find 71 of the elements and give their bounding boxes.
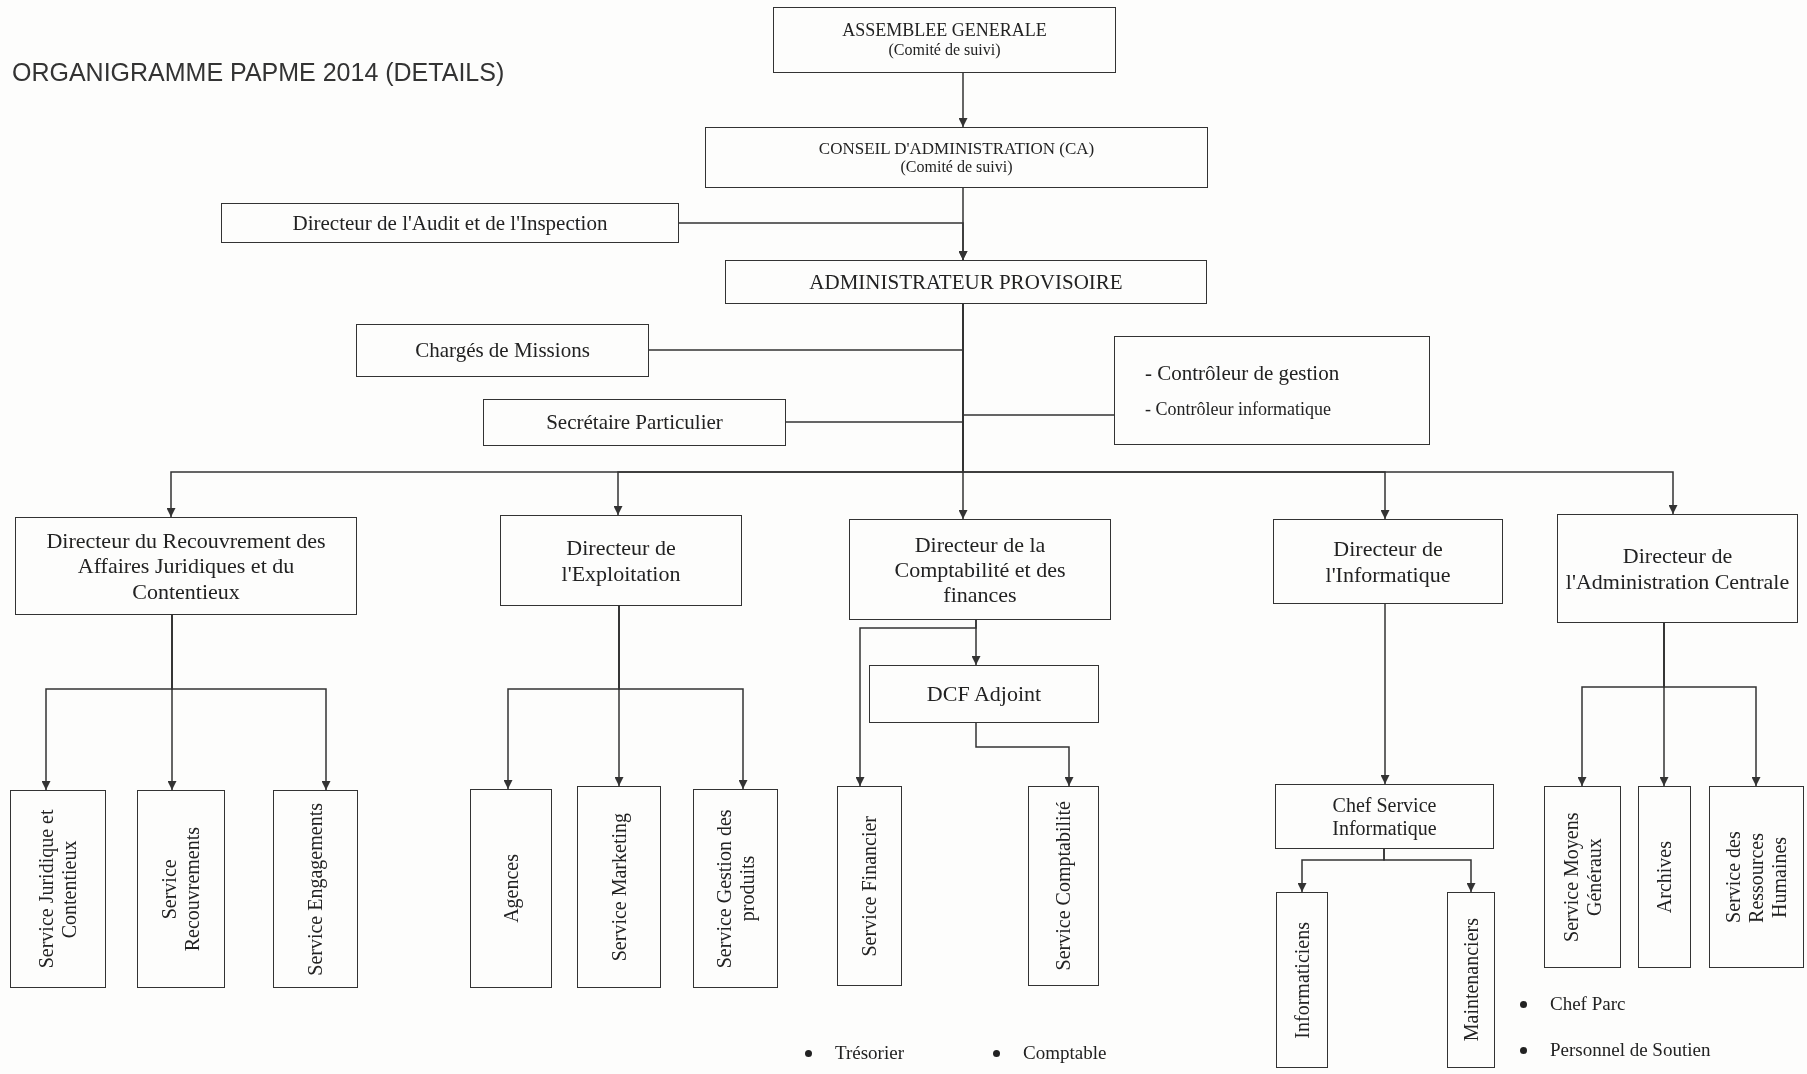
bullet-note: Chef Parc [1520,993,1626,1015]
bullet-note: Comptable [993,1042,1107,1064]
org-box [1028,786,1099,986]
role-text: Directeur de la Comptabilité et des finances [893,531,1067,608]
org-box [1544,786,1621,968]
role-text: Service Marketing [607,812,631,962]
org-box [273,790,358,988]
role-text: CONSEIL D'ADMINISTRATION (CA) [818,138,1095,159]
org-box [137,790,225,988]
org-box [837,786,902,986]
bullet-note: Trésorier [805,1042,904,1064]
role-text: Directeur de l'Audit et de l'Inspection [292,210,608,236]
role-text: Informaticiens [1290,921,1314,1039]
role-text: ASSEMBLEE GENERALE [842,20,1047,42]
org-box [705,127,1208,188]
org-box [1447,892,1495,1068]
role-text: Directeur de l'Administration Centrale [1564,543,1791,594]
org-box [1114,336,1430,445]
role-text: - Contrôleur de gestion [1145,361,1340,386]
role-text: - Contrôleur informatique [1145,399,1331,420]
role-text: ADMINISTRATEUR PROVISOIRE [809,269,1123,295]
role-text: Maintenanciers [1459,918,1483,1042]
org-box [1273,519,1503,604]
org-box [725,260,1207,304]
org-box [869,665,1099,723]
org-box [577,786,661,988]
role-text: Directeur de l'Informatique [1324,536,1452,587]
chart-title: ORGANIGRAMME PAPME 2014 (DETAILS) [12,58,505,87]
org-box [356,324,649,377]
arrow [171,614,331,791]
org-box [470,789,552,988]
org-box [1709,786,1804,968]
role-text: Service Financier [858,815,881,957]
role-text: Agences [499,854,523,923]
org-box [1557,514,1798,623]
arrow [975,722,1074,787]
role-text: Archives [1653,840,1676,914]
role-text: Service Recouvrements [158,825,204,954]
subtitle-text: (Comité de suivi) [888,41,1001,60]
org-box [10,790,106,988]
role-text: Chargés de Missions [415,338,590,363]
role-text: Directeur de l'Exploitation [560,535,682,586]
org-box [221,203,679,243]
arrow [1663,622,1761,787]
org-box [849,519,1111,620]
role-text: Service Comptabilité [1052,801,1075,971]
arrow [958,72,968,128]
role-text: Secrétaire Particulier [546,410,723,435]
role-text: Chef Service Informatique [1331,793,1438,840]
org-box [773,7,1116,73]
role-text: Service Moyens Généraux [1559,811,1606,944]
org-box [1276,892,1328,1068]
arrow [855,619,977,787]
arrow [618,605,748,790]
role-text: Service Engagements [304,802,327,976]
org-box [693,789,778,988]
org-box [483,399,786,446]
org-box [1638,786,1691,968]
role-text: DCF Adjoint [926,681,1042,707]
subtitle-text: (Comité de suivi) [900,158,1013,177]
arrow [678,222,968,261]
org-box [500,515,742,606]
arrow [1380,603,1390,785]
org-box [1275,784,1494,849]
bullet-note: Personnel de Soutien [1520,1039,1711,1061]
role-text: Service des Ressources Humaines [1722,830,1791,925]
role-text: Service Juridique et Contentieux [35,808,81,971]
org-box [15,517,357,615]
role-text: Service Gestion des produits [712,808,759,970]
role-text: Directeur du Recouvrement des Affaires Juridiques et du Contentieux [45,528,327,604]
arrow [1383,848,1476,893]
